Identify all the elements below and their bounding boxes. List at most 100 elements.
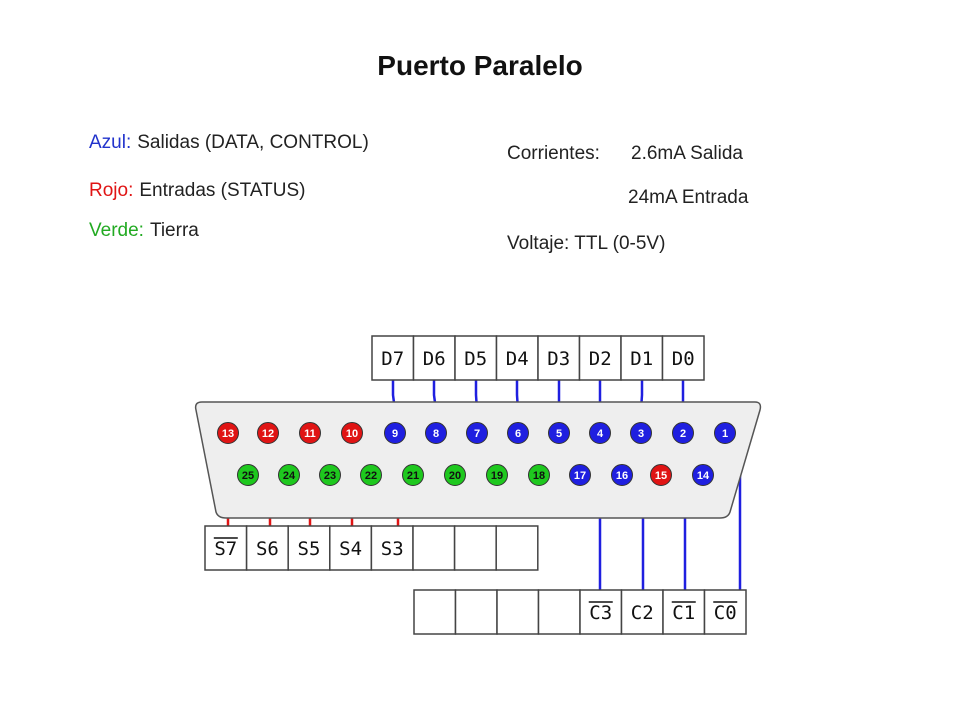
pin-25	[237, 464, 259, 486]
pin-label-15: 15	[655, 470, 667, 482]
pin-label-18: 18	[533, 470, 545, 482]
status-label-s6: S6	[256, 538, 279, 560]
pin-label-6: 6	[515, 428, 521, 440]
pin-label-14: 14	[697, 470, 710, 482]
control-box-1	[454, 589, 498, 635]
pin-16	[611, 464, 633, 486]
pin-label-21: 21	[407, 470, 419, 482]
pin-label-22: 22	[365, 470, 377, 482]
pin-6	[507, 422, 529, 444]
status-box-5	[412, 525, 456, 571]
pin-7	[466, 422, 488, 444]
pin-20	[444, 464, 466, 486]
connector-shell	[194, 401, 762, 519]
pin-label-3: 3	[638, 428, 644, 440]
control-box-0	[413, 589, 457, 635]
control-box-6	[662, 589, 706, 635]
pin-13	[217, 422, 239, 444]
data-label-d6: D6	[423, 348, 446, 370]
data-label-d3: D3	[547, 348, 570, 370]
pin-label-13: 13	[222, 428, 234, 440]
pin-label-25: 25	[242, 470, 254, 482]
pin-label-10: 10	[346, 428, 358, 440]
pin-14	[692, 464, 714, 486]
pin-12	[257, 422, 279, 444]
pin-label-23: 23	[324, 470, 336, 482]
pin-24	[278, 464, 300, 486]
legend-green-desc: Tierra	[149, 220, 199, 241]
pin-15	[650, 464, 672, 486]
control-label-c0: C0	[714, 602, 737, 624]
pin-1	[714, 422, 736, 444]
data-box-4	[537, 335, 581, 381]
pin-label-4: 4	[597, 428, 604, 440]
pin-label-1: 1	[722, 428, 728, 440]
status-label-s3: S3	[381, 538, 404, 560]
legend-green-key: Verde:	[89, 220, 144, 241]
pin-3	[630, 422, 652, 444]
control-label-c2: C2	[631, 602, 654, 624]
legend-blue-desc: Salidas (DATA, CONTROL)	[137, 132, 369, 153]
status-label-s4: S4	[339, 538, 362, 560]
data-box-7	[661, 335, 705, 381]
pin-21	[402, 464, 424, 486]
pin-label-11: 11	[304, 428, 316, 440]
control-box-4	[579, 589, 623, 635]
status-box-6	[453, 525, 497, 571]
pin-label-12: 12	[262, 428, 274, 440]
control-box-2	[496, 589, 540, 635]
legend-green: Verde:Tierra	[89, 220, 199, 242]
page-title: Puerto Paralelo	[377, 50, 583, 81]
data-label-d4: D4	[506, 348, 529, 370]
control-label-c3: C3	[589, 602, 612, 624]
pin-label-8: 8	[433, 428, 439, 440]
data-label-d7: D7	[381, 348, 404, 370]
legend-blue-key: Azul:	[89, 132, 132, 153]
data-label-d2: D2	[589, 348, 612, 370]
pin-label-7: 7	[474, 428, 480, 440]
legend-blue: Azul:Salidas (DATA, CONTROL)	[89, 132, 369, 154]
status-label-s7: S7	[214, 538, 237, 560]
data-box-6	[620, 335, 664, 381]
status-box-0	[204, 525, 248, 571]
status-box-7	[495, 525, 539, 571]
data-box-5	[578, 335, 622, 381]
status-box-4	[370, 525, 414, 571]
data-label-d1: D1	[630, 348, 653, 370]
current-in: 24mA Entrada	[628, 187, 749, 208]
pin-17	[569, 464, 591, 486]
pin-label-24: 24	[283, 470, 296, 482]
pin-19	[486, 464, 508, 486]
status-label-s5: S5	[298, 538, 321, 560]
status-box-1	[245, 525, 289, 571]
pin-label-2: 2	[680, 428, 686, 440]
pin-label-20: 20	[449, 470, 461, 482]
data-box-2	[454, 335, 498, 381]
pin-label-5: 5	[556, 428, 562, 440]
pin-22	[360, 464, 382, 486]
pin-10	[341, 422, 363, 444]
pin-label-16: 16	[616, 470, 628, 482]
currents-label: Corrientes:	[507, 143, 600, 164]
pin-23	[319, 464, 341, 486]
control-label-c1: C1	[672, 602, 695, 624]
pin-8	[425, 422, 447, 444]
status-box-2	[287, 525, 331, 571]
control-box-3	[537, 589, 581, 635]
pin-2	[672, 422, 694, 444]
pin-11	[299, 422, 321, 444]
current-out: 2.6mA Salida	[631, 143, 743, 164]
pin-18	[528, 464, 550, 486]
pin-9	[384, 422, 406, 444]
legend-red: Rojo:Entradas (STATUS)	[89, 180, 305, 202]
pin-5	[548, 422, 570, 444]
pin-label-9: 9	[392, 428, 398, 440]
legend-red-desc: Entradas (STATUS)	[139, 180, 306, 201]
voltage: Voltaje: TTL (0-5V)	[507, 233, 666, 254]
data-label-d5: D5	[464, 348, 487, 370]
pin-label-17: 17	[574, 470, 586, 482]
data-label-d0: D0	[672, 348, 695, 370]
pin-label-19: 19	[491, 470, 503, 482]
control-box-5	[620, 589, 664, 635]
